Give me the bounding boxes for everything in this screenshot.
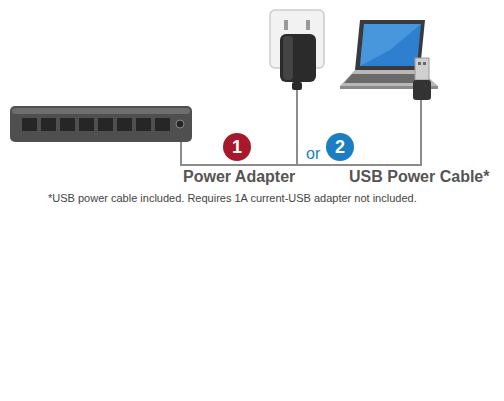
network-switch — [10, 106, 192, 142]
power-adapter — [270, 10, 324, 90]
adapter-cord — [296, 88, 298, 165]
callout-number: 1 — [223, 133, 251, 161]
callout-text: 1 — [232, 137, 242, 158]
option-label: USB Power Cable* — [349, 168, 489, 186]
usb-plug — [413, 58, 431, 100]
callout-number: 2 — [326, 133, 354, 161]
power-wire — [181, 100, 421, 165]
callout-text: 2 — [335, 137, 345, 158]
laptop — [340, 20, 438, 89]
option-label: Power Adapter — [183, 168, 295, 186]
footnote: *USB power cable included. Requires 1A c… — [48, 192, 417, 204]
or-text: or — [306, 145, 320, 163]
